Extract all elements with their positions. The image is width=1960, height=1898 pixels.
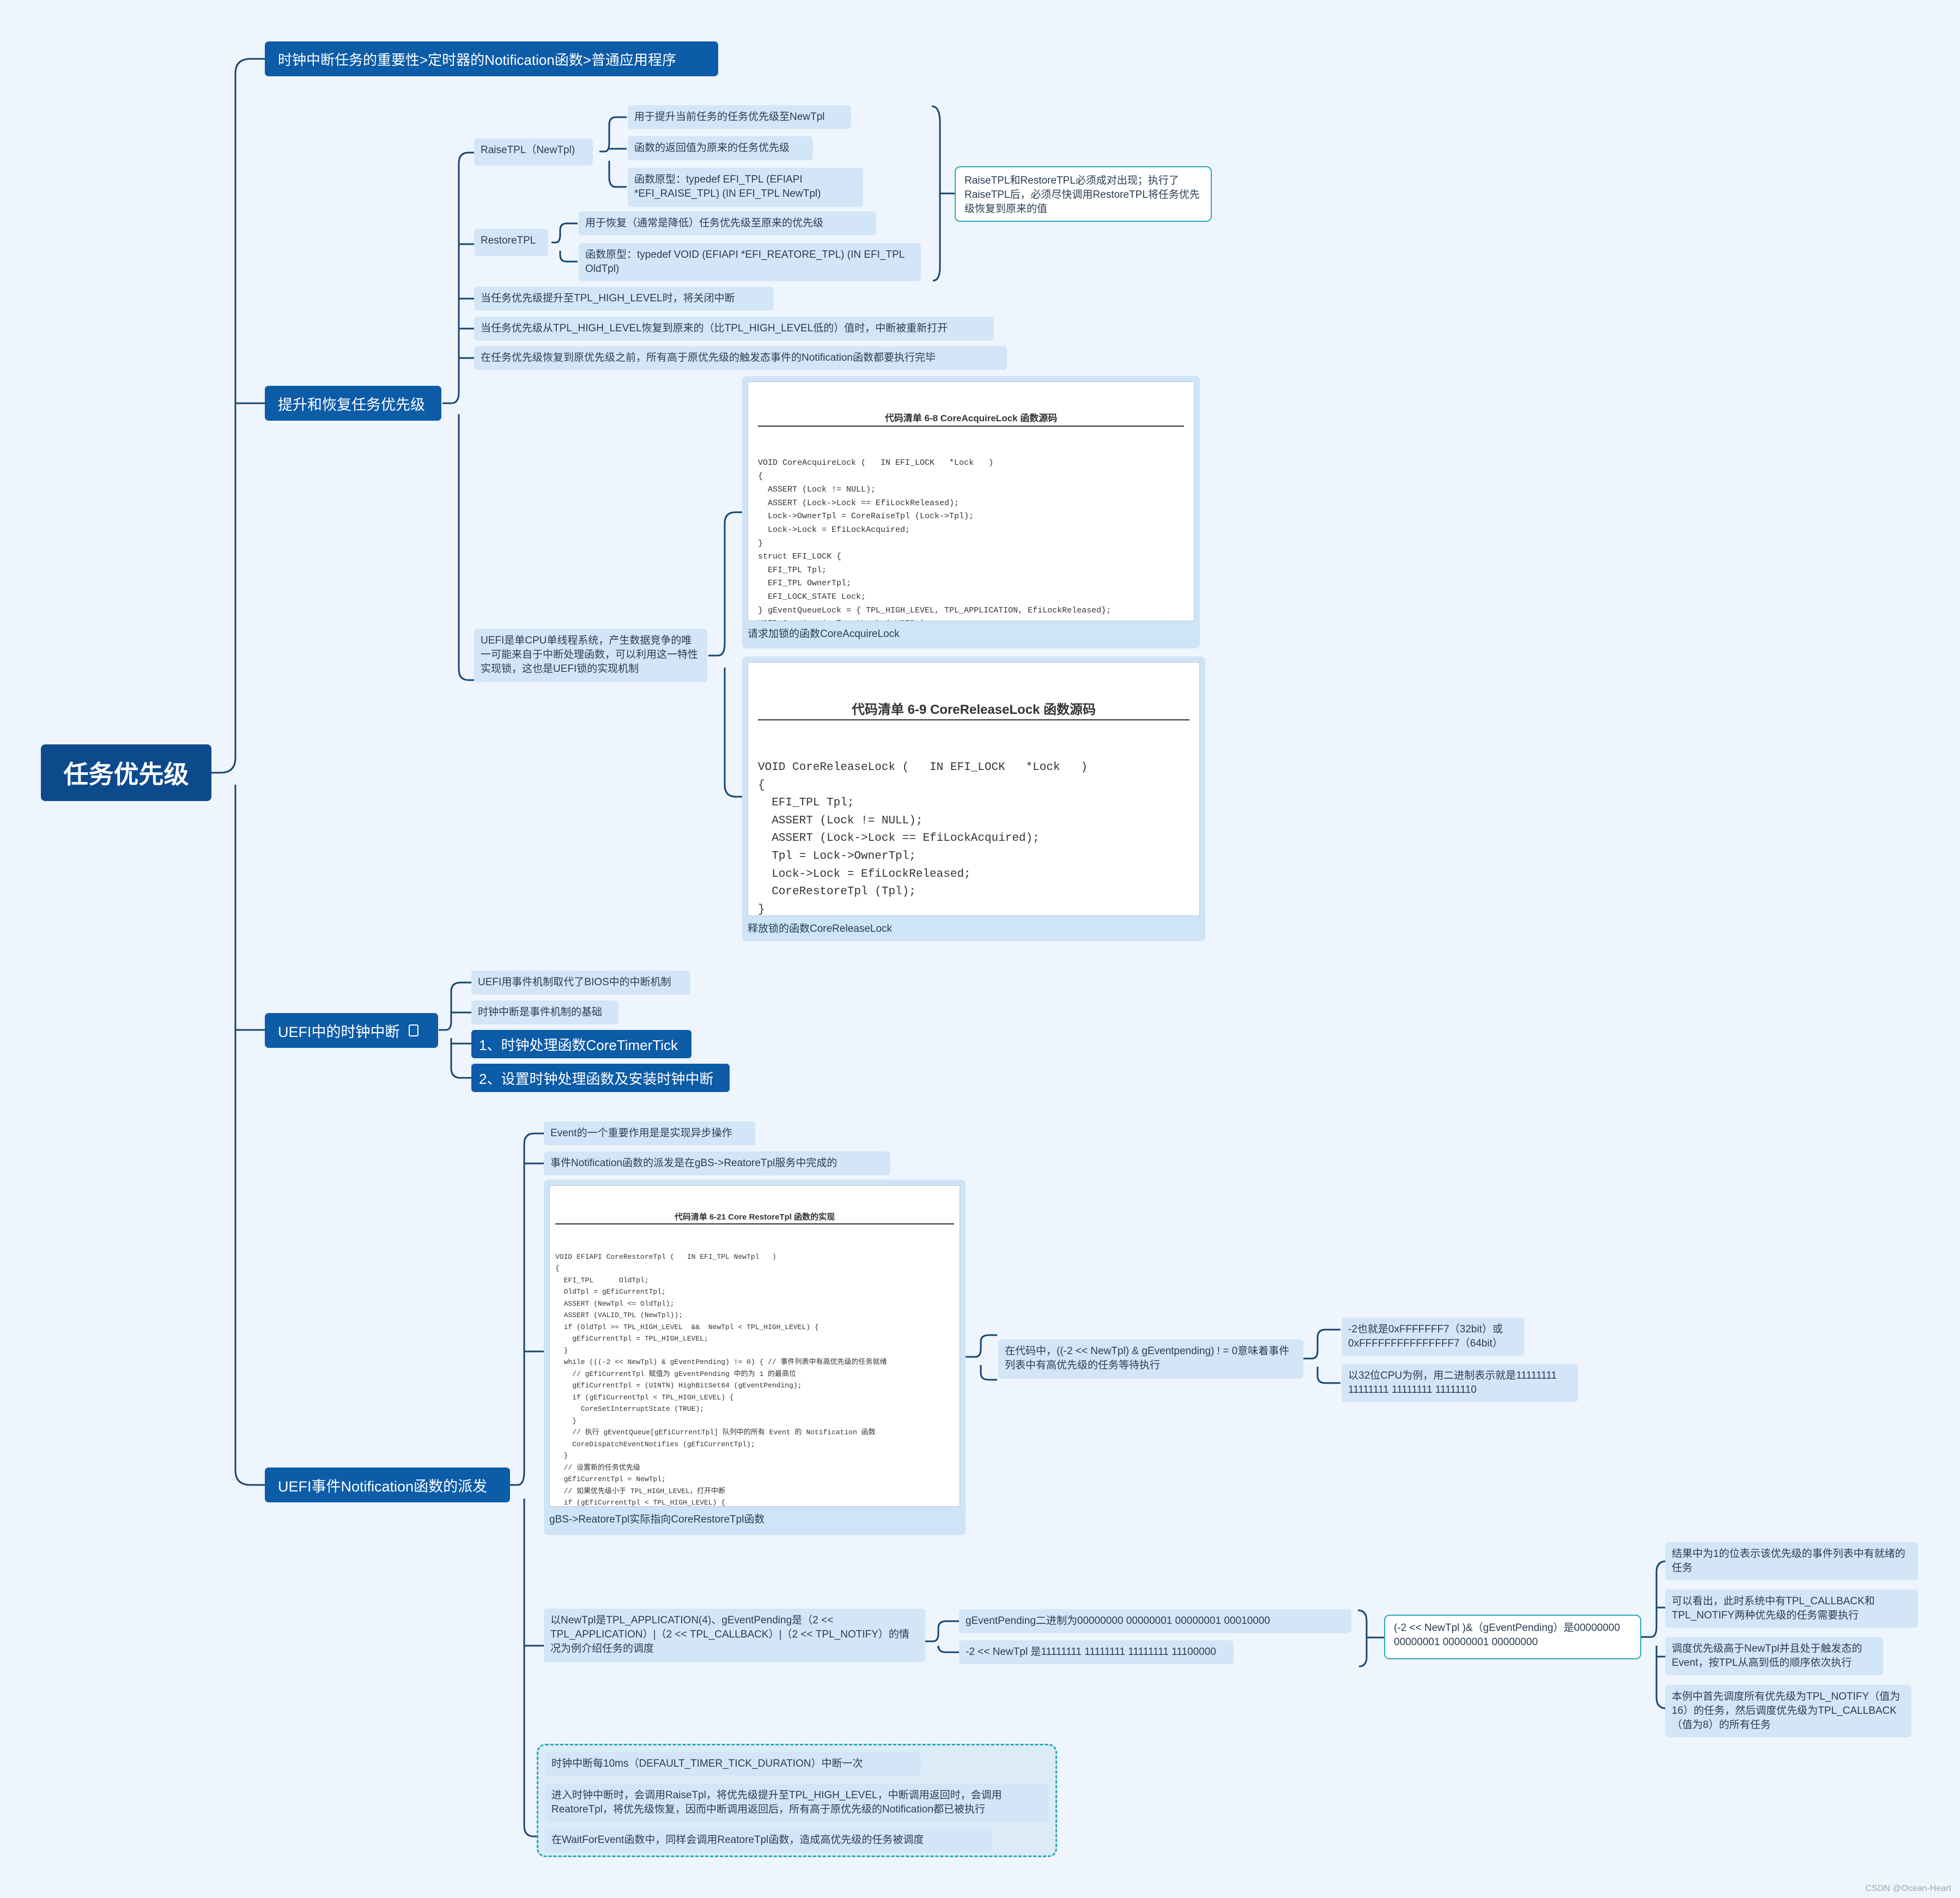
- conclusion-ready-bits[interactable]: 结果中为1的位表示该优先级的事件列表中有就绪的任务: [1665, 1542, 1918, 1580]
- pending-binary[interactable]: gEventPending二进制为00000000 00000001 00000…: [959, 1609, 1351, 1633]
- watermark: CSDN @Ocean-Heart: [1865, 1884, 1951, 1893]
- restore-tpl-prototype[interactable]: 函数原型：typedef VOID (EFIAPI *EFI_REATORE_T…: [579, 243, 921, 281]
- wait-for-event-note[interactable]: 在WaitForEvent函数中，同样会调用ReatoreTpl函数，造成高优先…: [545, 1828, 992, 1852]
- branch-clock-importance[interactable]: 时钟中断任务的重要性>定时器的Notification函数>普通应用程序: [265, 41, 718, 76]
- root-topic[interactable]: 任务优先级: [41, 744, 211, 801]
- branch-notification-dispatch[interactable]: UEFI事件Notification函数的派发: [265, 1468, 510, 1502]
- code-card-release-lock[interactable]: 代码清单 6-9 CoreReleaseLock 函数源码 VOID CoreR…: [742, 657, 1205, 941]
- raise-tpl-desc[interactable]: 用于提升当前任务的任务优先级至NewTpl: [628, 105, 851, 129]
- code-card-acquire-lock[interactable]: 代码清单 6-8 CoreAcquireLock 函数源码 VOID CoreA…: [742, 376, 1200, 648]
- code-body: VOID CoreReleaseLock ( IN EFI_LOCK *Lock…: [758, 761, 1088, 916]
- event-async-note[interactable]: Event的一个重要作用是是实现异步操作: [544, 1121, 755, 1145]
- code-body: VOID CoreAcquireLock ( IN EFI_LOCK *Lock…: [758, 458, 1112, 621]
- code-caption: 请求加锁的函数CoreAcquireLock: [748, 628, 900, 640]
- note-notification-before-restore[interactable]: 在任务优先级恢复到原优先级之前，所有高于原优先级的触发态事件的Notificat…: [474, 346, 1007, 370]
- code-restore-tpl: 代码清单 6-21 Core RestoreTpl 函数的实现 VOID EFI…: [549, 1185, 960, 1507]
- mask-binary[interactable]: -2 << NewTpl 是11111111 11111111 11111111…: [959, 1640, 1234, 1664]
- and-result[interactable]: (-2 << NewTpl )&（gEventPending）是00000000…: [1384, 1615, 1641, 1659]
- pending-check-note[interactable]: 在代码中，((-2 << NewTpl) & gEventpending) ! …: [998, 1339, 1303, 1379]
- note-interrupt-off[interactable]: 当任务优先级提升至TPL_HIGH_LEVEL时，将关闭中断: [474, 287, 774, 311]
- scheduling-example[interactable]: 以NewTpl是TPL_APPLICATION(4)、gEventPending…: [544, 1609, 925, 1662]
- code-title: 代码清单 6-9 CoreReleaseLock 函数源码: [758, 701, 1190, 720]
- restore-tpl-node[interactable]: RestoreTPL: [474, 229, 548, 256]
- uefi-lock-node[interactable]: UEFI是单CPU单线程系统，产生数据竞争的唯一可能来自于中断处理函数，可以利用…: [474, 629, 707, 682]
- clock-is-event-basis[interactable]: 时钟中断是事件机制的基础: [471, 1000, 618, 1024]
- topic-core-timer-tick[interactable]: 1、时钟处理函数CoreTimerTick: [471, 1030, 691, 1058]
- note-icon[interactable]: [408, 1024, 418, 1036]
- topic-install-timer[interactable]: 2、设置时钟处理函数及安装时钟中断: [471, 1064, 730, 1092]
- code-body: VOID EFIAPI CoreRestoreTpl ( IN EFI_TPL …: [555, 1252, 887, 1507]
- minus-two-binary[interactable]: 以32位CPU为例，用二进制表示就是11111111 11111111 1111…: [1342, 1364, 1578, 1402]
- timer-10ms[interactable]: 时钟中断每10ms（DEFAULT_TIMER_TICK_DURATION）中断…: [545, 1752, 921, 1776]
- conclusion-example-order[interactable]: 本例中首先调度所有优先级为TPL_NOTIFY（值为16）的任务，然后调度优先级…: [1665, 1685, 1912, 1737]
- raise-tpl-prototype[interactable]: 函数原型：typedef EFI_TPL (EFIAPI *EFI_RAISE_…: [628, 168, 863, 207]
- timer-tick-group[interactable]: 时钟中断每10ms（DEFAULT_TIMER_TICK_DURATION）中断…: [537, 1744, 1057, 1857]
- conclusion-order[interactable]: 调度优先级高于NewTpl并且处于触发态的Event，按TPL从高到低的顺序依次…: [1665, 1637, 1883, 1675]
- branch-raise-restore-tpl[interactable]: 提升和恢复任务优先级: [265, 386, 441, 421]
- code-title: 代码清单 6-8 CoreAcquireLock 函数源码: [758, 412, 1184, 427]
- code-acquire-lock: 代码清单 6-8 CoreAcquireLock 函数源码 VOID CoreA…: [748, 381, 1194, 621]
- dispatch-in-restore-tpl[interactable]: 事件Notification函数的派发是在gBS->ReatoreTpl服务中完…: [544, 1151, 890, 1175]
- restore-tpl-desc[interactable]: 用于恢复（通常是降低）任务优先级至原来的优先级: [579, 211, 876, 235]
- raise-tpl-node[interactable]: RaiseTPL（NewTpl): [474, 138, 593, 166]
- branch-uefi-clock-interrupt[interactable]: UEFI中的时钟中断: [265, 1013, 438, 1048]
- raise-tpl-return[interactable]: 函数的返回值为原来的任务优先级: [628, 136, 813, 160]
- minus-two-hex[interactable]: -2也就是0xFFFFFFF7（32bit）或0xFFFFFFFFFFFFFFF…: [1342, 1318, 1525, 1356]
- clock-event-replaces-bios[interactable]: UEFI用事件机制取代了BIOS中的中断机制: [471, 971, 690, 995]
- timer-raise-restore[interactable]: 进入时钟中断时，会调用RaiseTpl，将优先级提升至TPL_HIGH_LEVE…: [545, 1784, 1049, 1822]
- code-release-lock: 代码清单 6-9 CoreReleaseLock 函数源码 VOID CoreR…: [748, 662, 1200, 916]
- pairing-callout[interactable]: RaiseTPL和RestoreTPL必须成对出现；执行了RaiseTPL后，必…: [955, 166, 1212, 222]
- code-title: 代码清单 6-21 Core RestoreTpl 函数的实现: [555, 1211, 954, 1224]
- code-caption: 释放锁的函数CoreReleaseLock: [748, 923, 893, 935]
- note-interrupt-on[interactable]: 当任务优先级从TPL_HIGH_LEVEL恢复到原来的（比TPL_HIGH_LE…: [474, 317, 994, 341]
- code-caption: gBS->ReatoreTpl实际指向CoreRestoreTpl函数: [549, 1514, 765, 1525]
- conclusion-two-priorities[interactable]: 可以看出，此时系统中有TPL_CALLBACK和TPL_NOTIFY两种优先级的…: [1665, 1590, 1918, 1628]
- code-card-restore-tpl[interactable]: 代码清单 6-21 Core RestoreTpl 函数的实现 VOID EFI…: [544, 1180, 966, 1535]
